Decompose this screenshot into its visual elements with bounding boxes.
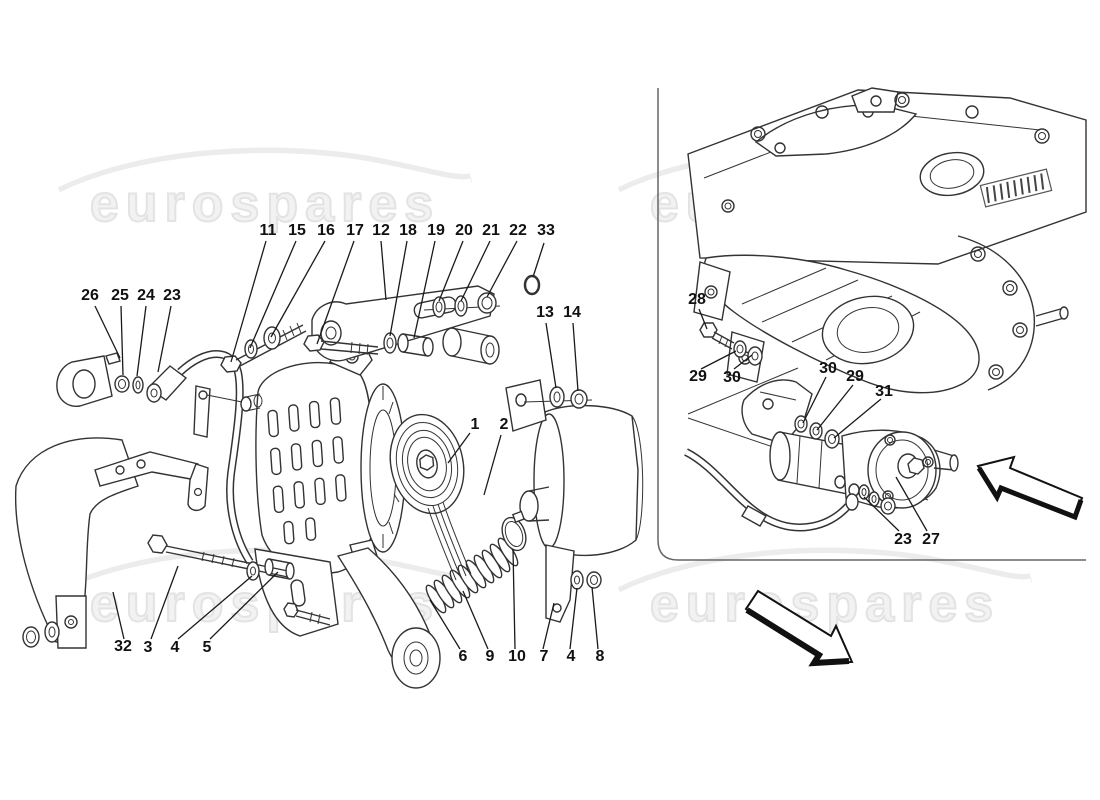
battery-cable-and-clamp — [56, 350, 254, 565]
callout-label: 30 — [723, 369, 741, 386]
hose-clamp-10 — [501, 516, 527, 552]
callout-label: 4 — [170, 639, 180, 656]
callout-label: 28 — [688, 291, 706, 308]
callout-label: 32 — [114, 638, 132, 655]
callout-label: 22 — [509, 222, 527, 239]
direction-arrow-up-left — [976, 455, 1084, 521]
callout-label: 8 — [595, 648, 605, 665]
callout-label: 19 — [427, 222, 445, 239]
callout-label: 20 — [455, 222, 473, 239]
callout-label: 24 — [137, 287, 155, 304]
callout-label: 15 — [288, 222, 306, 239]
direction-arrow-down-right — [744, 589, 854, 667]
callout-label: 6 — [458, 648, 468, 665]
lower-bracket-and-arm — [147, 534, 441, 689]
callout-label: 18 — [399, 222, 417, 239]
callout-label: 3 — [143, 639, 153, 656]
callout-label: 25 — [111, 287, 129, 304]
callout-label: 23 — [894, 531, 912, 548]
alternator-vents — [267, 397, 347, 545]
adjuster-bracket-12-and-fasteners — [220, 274, 541, 373]
bolt-28-and-washers — [699, 322, 763, 366]
callout-label: 29 — [846, 368, 864, 385]
callout-label: 10 — [508, 648, 526, 665]
callout-label: 11 — [259, 222, 277, 239]
callout-label: 14 — [563, 304, 581, 321]
leader-lines — [94, 240, 928, 650]
corrugated-hose — [425, 537, 519, 614]
callout-label: 2 — [499, 416, 509, 433]
callout-label: 16 — [317, 222, 335, 239]
o-ring-33 — [523, 274, 541, 296]
callout-label: 17 — [346, 222, 364, 239]
callout-label: 13 — [536, 304, 554, 321]
callout-label: 23 — [163, 287, 181, 304]
callout-label: 9 — [485, 648, 495, 665]
alternator-pulley — [389, 413, 465, 515]
callout-label: 30 — [819, 360, 837, 377]
alternator-body — [240, 339, 465, 587]
callout-label: 27 — [922, 531, 940, 548]
callout-label: 29 — [689, 368, 707, 385]
callout-label: 33 — [537, 222, 555, 239]
callout-label: 26 — [81, 287, 99, 304]
callout-label: 5 — [202, 639, 212, 656]
callout-label: 21 — [482, 222, 500, 239]
starter-motor — [684, 379, 959, 532]
heat-shield-32 — [14, 437, 209, 649]
callout-label: 12 — [372, 222, 390, 239]
callout-label: 1 — [470, 416, 480, 433]
callout-label: 4 — [566, 648, 576, 665]
callout-label: 7 — [539, 648, 549, 665]
air-intake-cover-and-hose — [425, 379, 644, 623]
callout-label: 31 — [875, 383, 893, 400]
